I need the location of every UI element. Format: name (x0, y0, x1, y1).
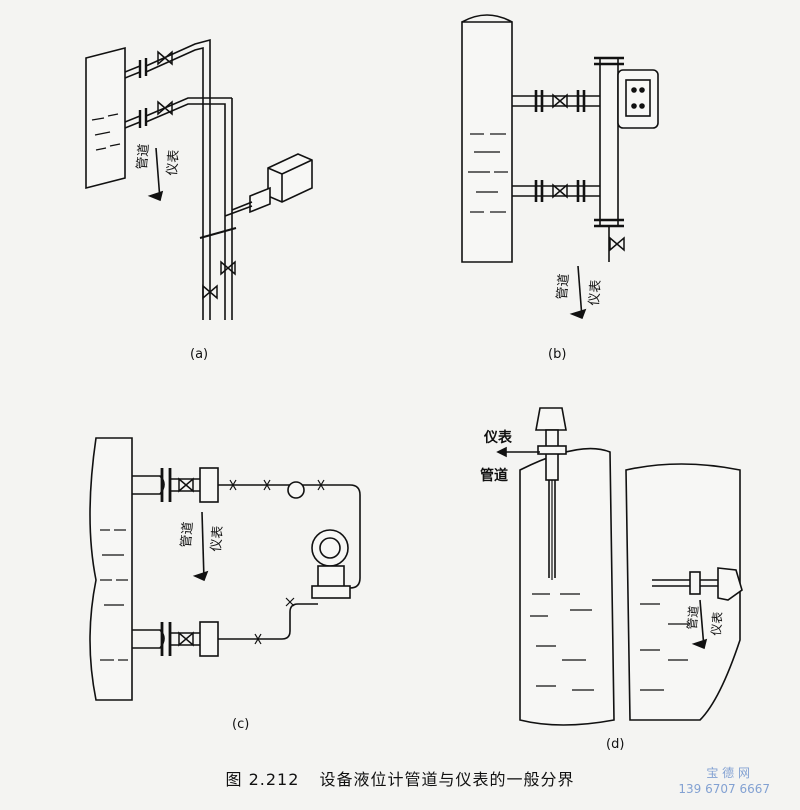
label-pipe-d-side: 管道 (684, 605, 701, 630)
liquid-lines-b (468, 133, 508, 213)
liquid-lines-a (91, 113, 121, 151)
label-instrument-d-side: 仪表 (709, 611, 725, 636)
panel-b (461, 14, 659, 320)
tank-d-left (519, 447, 615, 726)
level-gauge-b (599, 57, 619, 227)
caption-number: 图 2.212 (225, 770, 300, 789)
panel-d (496, 407, 743, 726)
label-pipe-c: 管道 (179, 521, 196, 548)
probe-top-d (535, 407, 567, 431)
fitting-c (287, 481, 305, 499)
liquid-lines-d-left (530, 593, 594, 691)
label-pipe-b: 管道 (555, 273, 572, 300)
watermark-line2: 139 6707 6667 (678, 782, 770, 796)
boundary-arrow-c (201, 511, 205, 581)
tank-d-right (625, 463, 741, 721)
label-a: (a) (190, 347, 208, 362)
label-instrument-b: 仪表 (587, 279, 604, 306)
tank-b (461, 21, 513, 263)
pipe-lower-a (145, 97, 232, 117)
pipe-upper-a (145, 38, 211, 320)
label-instrument-d-top: 仪表 (483, 429, 513, 446)
label-instrument-a: 仪表 (165, 149, 182, 176)
watermark-line1: 宝 德 网 (706, 766, 750, 780)
indicator-box-b (617, 69, 659, 129)
liquid-lines-c (100, 529, 128, 661)
label-instrument-c: 仪表 (209, 525, 226, 552)
tubing-upper-c (218, 484, 361, 589)
caption-text: 设备液位计管道与仪表的一般分界 (319, 770, 575, 789)
label-pipe-d-top: 管道 (480, 467, 508, 484)
label-d: (d) (606, 737, 624, 752)
panel-a (85, 38, 313, 320)
instrument-box-a (267, 153, 313, 203)
boundary-arrow-a (155, 147, 161, 201)
figure-caption: 图 2.212 设备液位计管道与仪表的一般分界 (0, 766, 800, 790)
tank-c (89, 437, 133, 701)
label-pipe-a: 管道 (135, 143, 152, 170)
liquid-lines-d-right (640, 603, 690, 691)
tank-a (85, 46, 126, 190)
label-b: (b) (548, 347, 566, 362)
transmitter-c (311, 529, 349, 567)
probe-side-d (717, 567, 743, 601)
boundary-arrow-d (699, 599, 705, 649)
panel-c (89, 437, 361, 701)
boundary-arrow-b (577, 265, 583, 319)
label-c: (c) (232, 717, 249, 732)
